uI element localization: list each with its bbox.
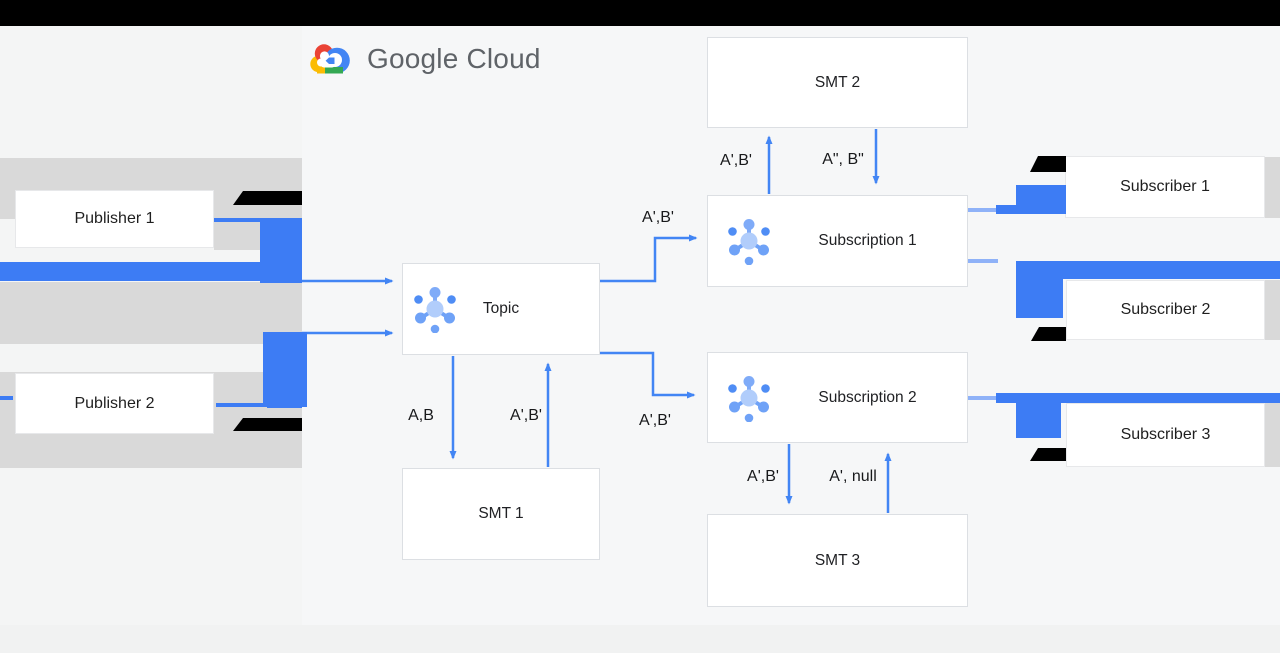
edge-label-subscription1-to-smt2: A',B' <box>720 152 752 169</box>
redaction-mark-publisher2 <box>233 418 302 431</box>
flow-block-subscriber1 <box>1016 185 1066 214</box>
top-black-bar <box>0 0 1280 26</box>
flow-bar-subscriber2 <box>1016 261 1280 279</box>
google-cloud-logo: Google Cloud <box>308 40 541 78</box>
flow-bar-publisher2-thick <box>267 399 302 408</box>
edge-label-topic-to-smt1: A,B <box>408 407 434 424</box>
redaction-mark-subscriber2 <box>1031 327 1066 341</box>
subscriber-3-box: Subscriber 3 <box>1066 403 1265 467</box>
topic-box: Topic <box>402 263 600 355</box>
flow-line-subscriber1 <box>968 208 998 212</box>
edge-label-smt1-to-topic: A',B' <box>510 407 542 424</box>
flow-bar-subscriber3 <box>996 393 1280 403</box>
pubsub-icon <box>728 375 770 422</box>
gray-band-2 <box>0 282 302 344</box>
topic-label: Topic <box>482 300 520 317</box>
pubsub-icon <box>414 287 456 333</box>
smt-3-box: SMT 3 <box>707 514 968 607</box>
redaction-mark-subscriber1 <box>1030 156 1066 172</box>
subscriber-2-box: Subscriber 2 <box>1066 280 1265 340</box>
flow-block-publisher2 <box>263 332 307 407</box>
edge-label-topic-to-subscription1: A',B' <box>642 209 674 226</box>
edge-label-smt2-to-subscription1: A", B" <box>822 151 864 168</box>
publisher-1-label: Publisher 1 <box>74 210 155 227</box>
pubsub-icon <box>728 219 770 265</box>
flow-line-subscriber2 <box>968 259 998 263</box>
edge-label-smt3-to-subscription2: A', null <box>829 468 877 485</box>
google-cloud-logo-icon <box>310 44 350 74</box>
flow-bar-publisher2 <box>216 403 302 407</box>
flow-line-subscriber3 <box>968 396 998 400</box>
smt-3-label: SMT 3 <box>814 551 861 569</box>
flow-block-subscriber2 <box>1016 261 1063 318</box>
subscriber-3-label: Subscriber 3 <box>1120 426 1211 443</box>
subscriber-2-label: Subscriber 2 <box>1120 301 1211 318</box>
flow-bar-publisher1 <box>214 218 262 222</box>
redaction-mark-publisher1 <box>233 191 302 205</box>
flow-block-publisher1 <box>260 218 302 283</box>
flow-seg-subscriber1 <box>996 205 1018 214</box>
google-cloud-logo-text: Google Cloud <box>367 43 541 74</box>
subscription-1-label: Subscription 1 <box>818 232 917 249</box>
publisher-2-label: Publisher 2 <box>74 394 155 412</box>
publisher-2-box: Publisher 2 <box>15 373 214 434</box>
smt-1-label: SMT 1 <box>478 505 524 522</box>
bottom-strip <box>0 625 1280 653</box>
subscription-2-box: Subscription 2 <box>707 352 968 443</box>
publisher-1-box: Publisher 1 <box>15 190 214 248</box>
flow-stub-left-edge <box>0 396 13 400</box>
edge-label-subscription2-to-smt3: A',B' <box>747 468 779 485</box>
subscription-1-box: Subscription 1 <box>707 195 968 287</box>
subscriber-1-label: Subscriber 1 <box>1120 178 1210 195</box>
smt-2-box: SMT 2 <box>707 37 968 128</box>
smt-1-box: SMT 1 <box>402 468 600 560</box>
subscription-2-label: Subscription 2 <box>818 388 917 406</box>
subscriber-1-box: Subscriber 1 <box>1065 156 1265 218</box>
smt-2-label: SMT 2 <box>814 73 861 91</box>
redaction-mark-subscriber3 <box>1030 448 1066 461</box>
flow-block-subscriber3 <box>1016 402 1061 438</box>
edge-label-topic-to-subscription2: A',B' <box>639 412 671 429</box>
flow-bar-left <box>0 262 262 281</box>
